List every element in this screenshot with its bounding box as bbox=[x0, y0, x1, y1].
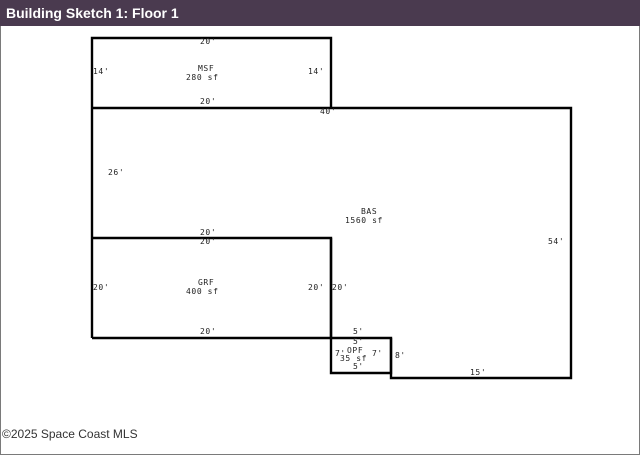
opf-label: OPF bbox=[347, 346, 363, 355]
dim-opf-right: 7' bbox=[372, 349, 383, 358]
dim-bas-right: 54' bbox=[548, 237, 564, 246]
grf-label: GRF bbox=[198, 278, 214, 287]
dim-msf-right: 14' bbox=[308, 67, 324, 76]
grf-outline bbox=[92, 236, 333, 340]
opf-outline bbox=[329, 338, 393, 375]
dim-grf-top-b: 20' bbox=[200, 237, 216, 246]
grf-area: 400 sf bbox=[186, 287, 219, 296]
dim-msf-left: 14' bbox=[93, 67, 109, 76]
copyright-notice: ©2025 Space Coast MLS bbox=[2, 427, 138, 441]
dim-bas-top: 40' bbox=[320, 107, 336, 116]
dim-opf-bottom: 5' bbox=[353, 362, 364, 371]
dim-msf-bottom: 20' bbox=[200, 97, 216, 106]
dim-opf-top: 5' bbox=[353, 327, 364, 336]
dim-grf-top-a: 20' bbox=[200, 228, 216, 237]
dim-opf-inner-top: 5' bbox=[353, 337, 364, 346]
dim-grf-right-b: 20' bbox=[332, 283, 348, 292]
msf-area: 280 sf bbox=[186, 73, 219, 82]
opf-area: 35 sf bbox=[340, 354, 367, 363]
dim-msf-top: 20' bbox=[200, 37, 216, 46]
dim-grf-right: 20' bbox=[308, 283, 324, 292]
dim-grf-left: 20' bbox=[93, 283, 109, 292]
dim-grf-bottom: 20' bbox=[200, 327, 216, 336]
dim-bas-bottom: 15' bbox=[470, 368, 486, 377]
msf-outline bbox=[90, 36, 333, 108]
dim-opf-right-outer: 8' bbox=[395, 351, 406, 360]
bas-area: 1560 sf bbox=[345, 216, 383, 225]
msf-label: MSF bbox=[198, 64, 214, 73]
dim-opf-left: 7' bbox=[335, 349, 346, 358]
dim-bas-left: 26' bbox=[108, 168, 124, 177]
bas-label: BAS bbox=[361, 207, 377, 216]
sketch-title: Building Sketch 1: Floor 1 bbox=[0, 0, 640, 26]
